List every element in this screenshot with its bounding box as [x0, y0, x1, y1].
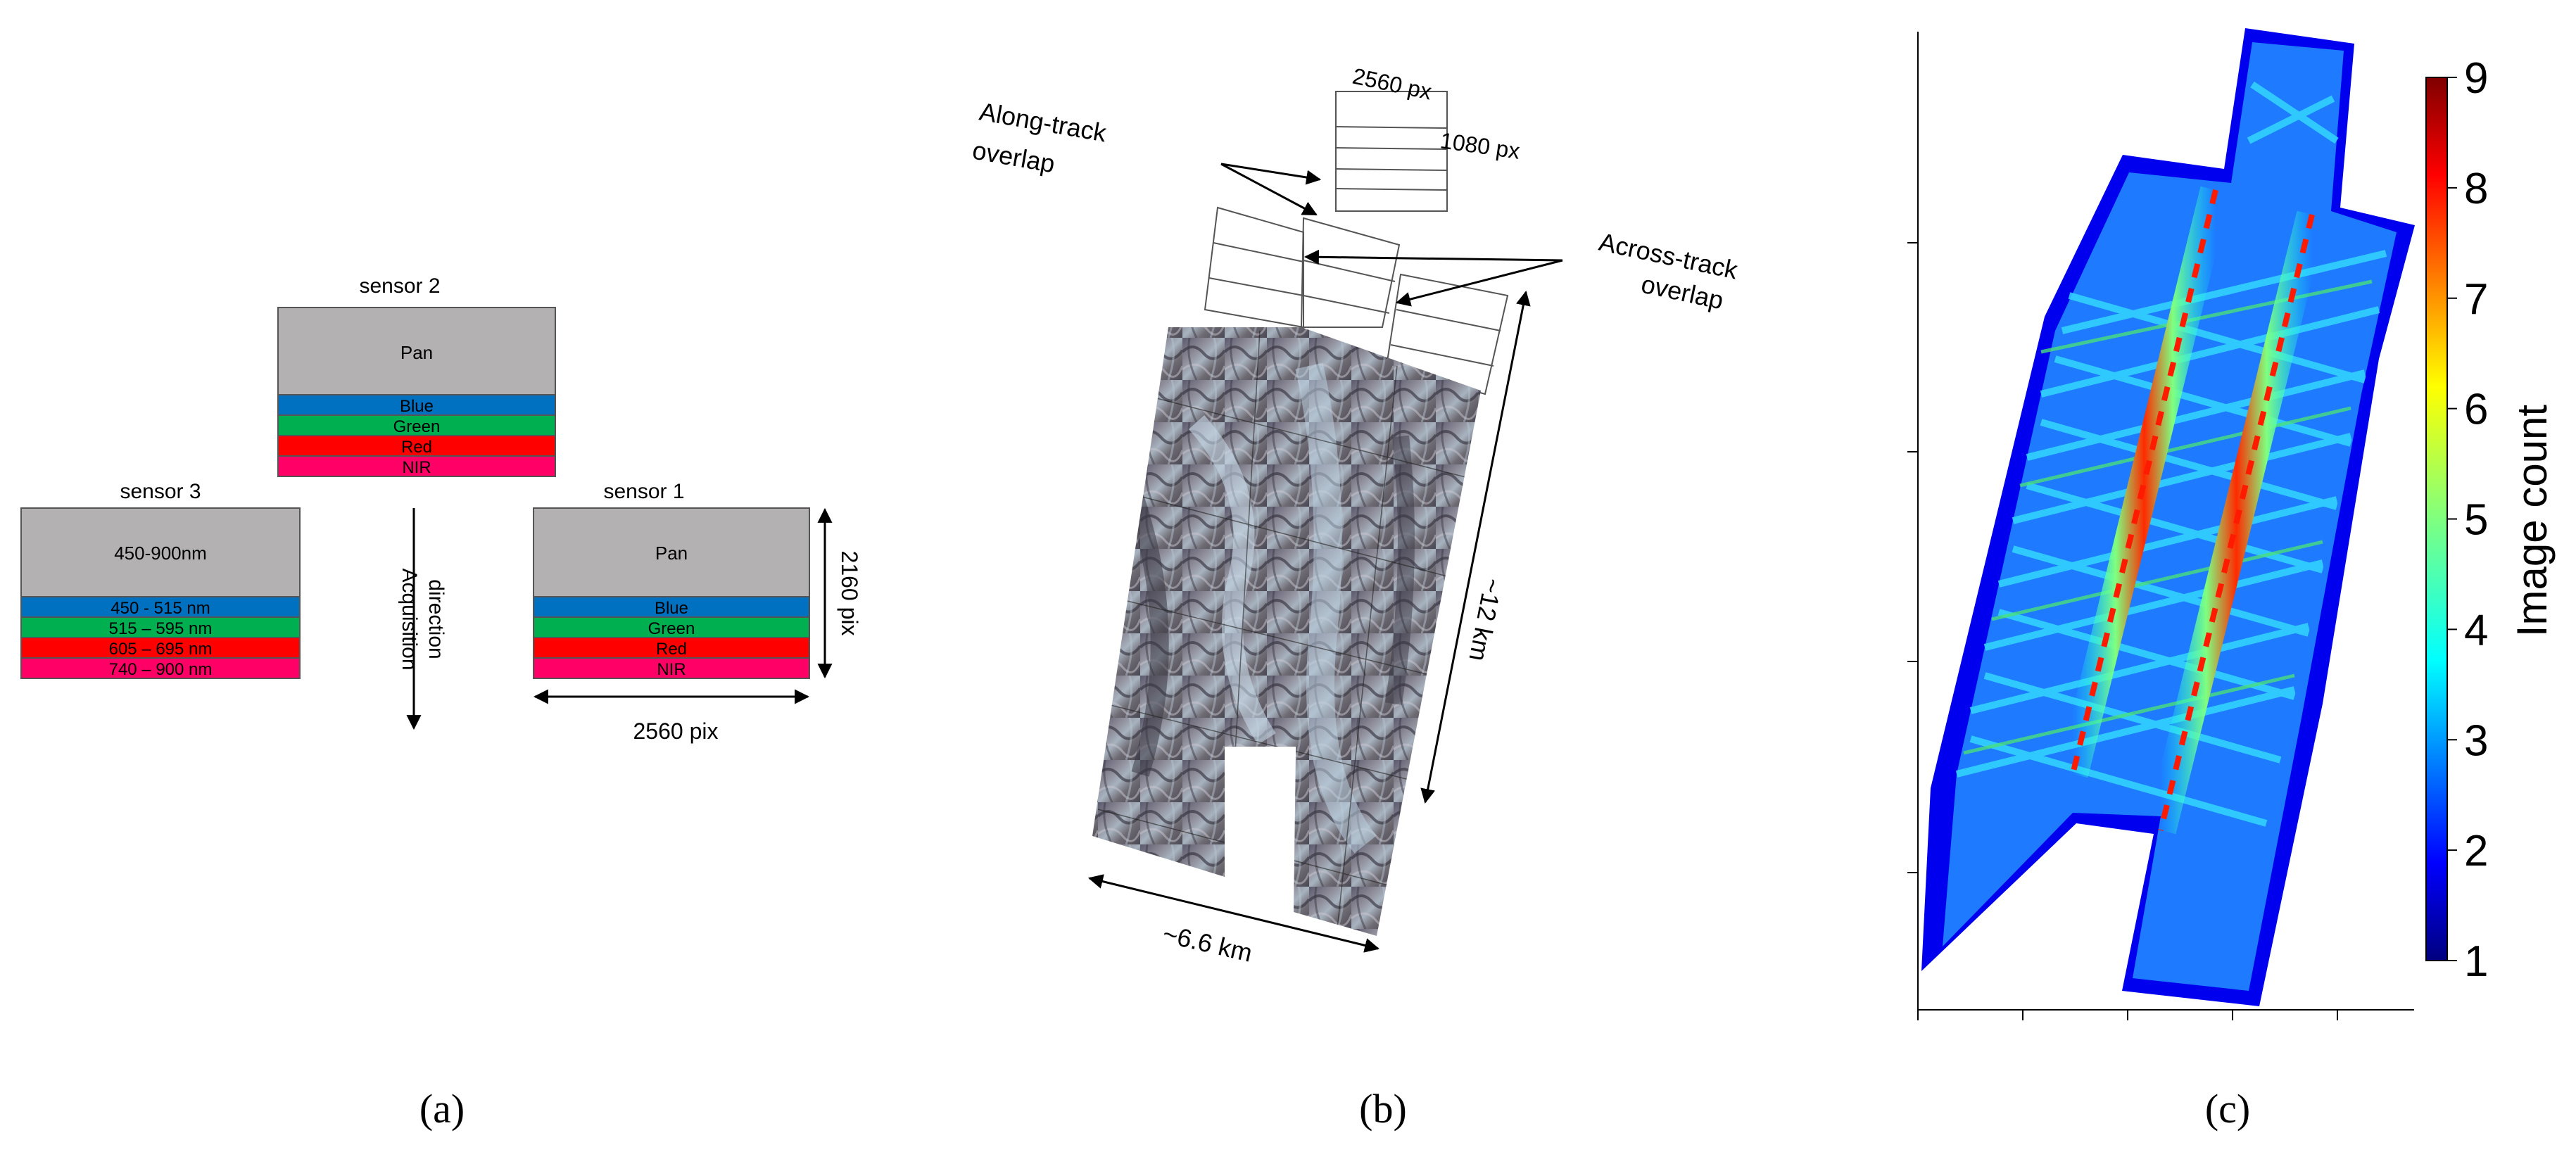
- colorbar-ticks: 1 2 3 4 5 6 7 8 9: [2447, 54, 2488, 986]
- along-track-arrow-1: [1220, 163, 1322, 185]
- sensor-3-green-band: [20, 616, 301, 638]
- sensor-2-red-band: [277, 435, 556, 457]
- sensor-1-green-band: [533, 616, 810, 638]
- along-track-label-line2: overlap: [971, 136, 1057, 179]
- colorbar-label: Image count: [2508, 405, 2556, 638]
- sensor-2-nir-band: [277, 455, 556, 477]
- across-track-arrow-1: [1303, 249, 1563, 265]
- colorbar: [2425, 77, 2448, 961]
- colorbar-tick-label: 9: [2464, 54, 2488, 103]
- colorbar-tick-label: 2: [2464, 827, 2488, 875]
- sensor-2-block: Pan Blue Green Red NIR: [277, 307, 556, 477]
- frame-width-label: 2560 px: [1351, 63, 1434, 105]
- hot-core-right: [2158, 214, 2315, 831]
- sensor-3-pan-band: [20, 507, 301, 597]
- colorbar-tick-label: 7: [2464, 275, 2488, 324]
- hot-stripe-left: [2057, 186, 2231, 778]
- colorbar-tick-label: 5: [2464, 496, 2488, 545]
- sensor-1-blue-band: [533, 596, 810, 618]
- caption-b: (b): [1359, 1086, 1407, 1132]
- sensor-3-nir-label: 740 – 900 nm: [109, 660, 213, 679]
- acquisition-direction-label-line1: Acquisition: [398, 568, 421, 670]
- sensor-1-pan-band: [533, 507, 810, 597]
- satellite-mosaic: [1092, 327, 1481, 936]
- coverage-heatmap: [1921, 28, 2415, 1006]
- sensor-1-red-band: [533, 637, 810, 659]
- sensor-1-pan-label: Pan: [655, 543, 688, 564]
- sensor-1-title: sensor 1: [603, 480, 684, 503]
- axis-ticks: [1907, 242, 2338, 1020]
- panel-a: sensor 2 Pan Blue Green Red NIR sensor 3…: [20, 274, 862, 1132]
- sensor-1-block: Pan Blue Green Red NIR: [533, 507, 810, 679]
- width-dimension-label: 2560 pix: [633, 718, 719, 744]
- sensor-1-green-label: Green: [648, 619, 695, 638]
- sensor-1-nir-label: NIR: [657, 660, 686, 679]
- sensor-2-red-label: Red: [401, 438, 432, 457]
- sensor-3-pan-label: 450-900nm: [114, 543, 207, 564]
- sensor-3-nir-band: [20, 657, 301, 679]
- sensor-3-blue-label: 450 - 515 nm: [111, 599, 210, 618]
- sensor-1-blue-label: Blue: [655, 599, 688, 618]
- sensor-3-red-label: 605 – 695 nm: [109, 640, 213, 659]
- frame-height-label: 1080 px: [1439, 127, 1522, 163]
- caption-a: (a): [419, 1086, 465, 1132]
- sensor-2-green-label: Green: [393, 417, 441, 436]
- sensor-2-pan-label: Pan: [400, 342, 433, 363]
- length-dimension-label: ~12 km: [1463, 576, 1508, 664]
- colorbar-tick-label: 3: [2464, 716, 2488, 765]
- colorbar-tick-label: 1: [2464, 937, 2488, 986]
- panel-b: 2560 px 1080 px Along-track overlap Acro…: [971, 63, 1741, 1132]
- sensor-2-nir-label: NIR: [402, 458, 431, 477]
- sensor-3-block: 450-900nm 450 - 515 nm 515 – 595 nm 605 …: [20, 507, 301, 679]
- colorbar-tick-label: 8: [2464, 165, 2488, 213]
- width-dimension-arrow-b: [1087, 874, 1380, 953]
- sensor-2-title: sensor 2: [359, 274, 440, 298]
- height-dimension-label: 2160 pix: [837, 551, 862, 636]
- sensor-3-green-label: 515 – 595 nm: [109, 619, 213, 638]
- acquisition-direction-label-line2: direction: [424, 579, 448, 659]
- along-track-arrow-2: [1220, 163, 1318, 216]
- sensor-2-blue-label: Blue: [400, 397, 434, 416]
- sensor-2-pan-band: [277, 307, 556, 395]
- frame-outlines: [1204, 91, 1509, 395]
- across-track-arrow-2: [1395, 259, 1563, 307]
- length-dimension-arrow: [1420, 290, 1531, 804]
- caption-c: (c): [2205, 1086, 2250, 1132]
- sensor-1-red-label: Red: [656, 640, 687, 659]
- sensor-3-title: sensor 3: [120, 480, 201, 503]
- width-dimension-label-b: ~6.6 km: [1160, 919, 1255, 968]
- colorbar-tick-label: 4: [2464, 606, 2488, 654]
- panel-c: 1 2 3 4 5 6 7 8 9 Image count (c): [1907, 28, 2556, 1132]
- colorbar-tick-label: 6: [2464, 386, 2488, 434]
- sensor-1-nir-band: [533, 657, 810, 679]
